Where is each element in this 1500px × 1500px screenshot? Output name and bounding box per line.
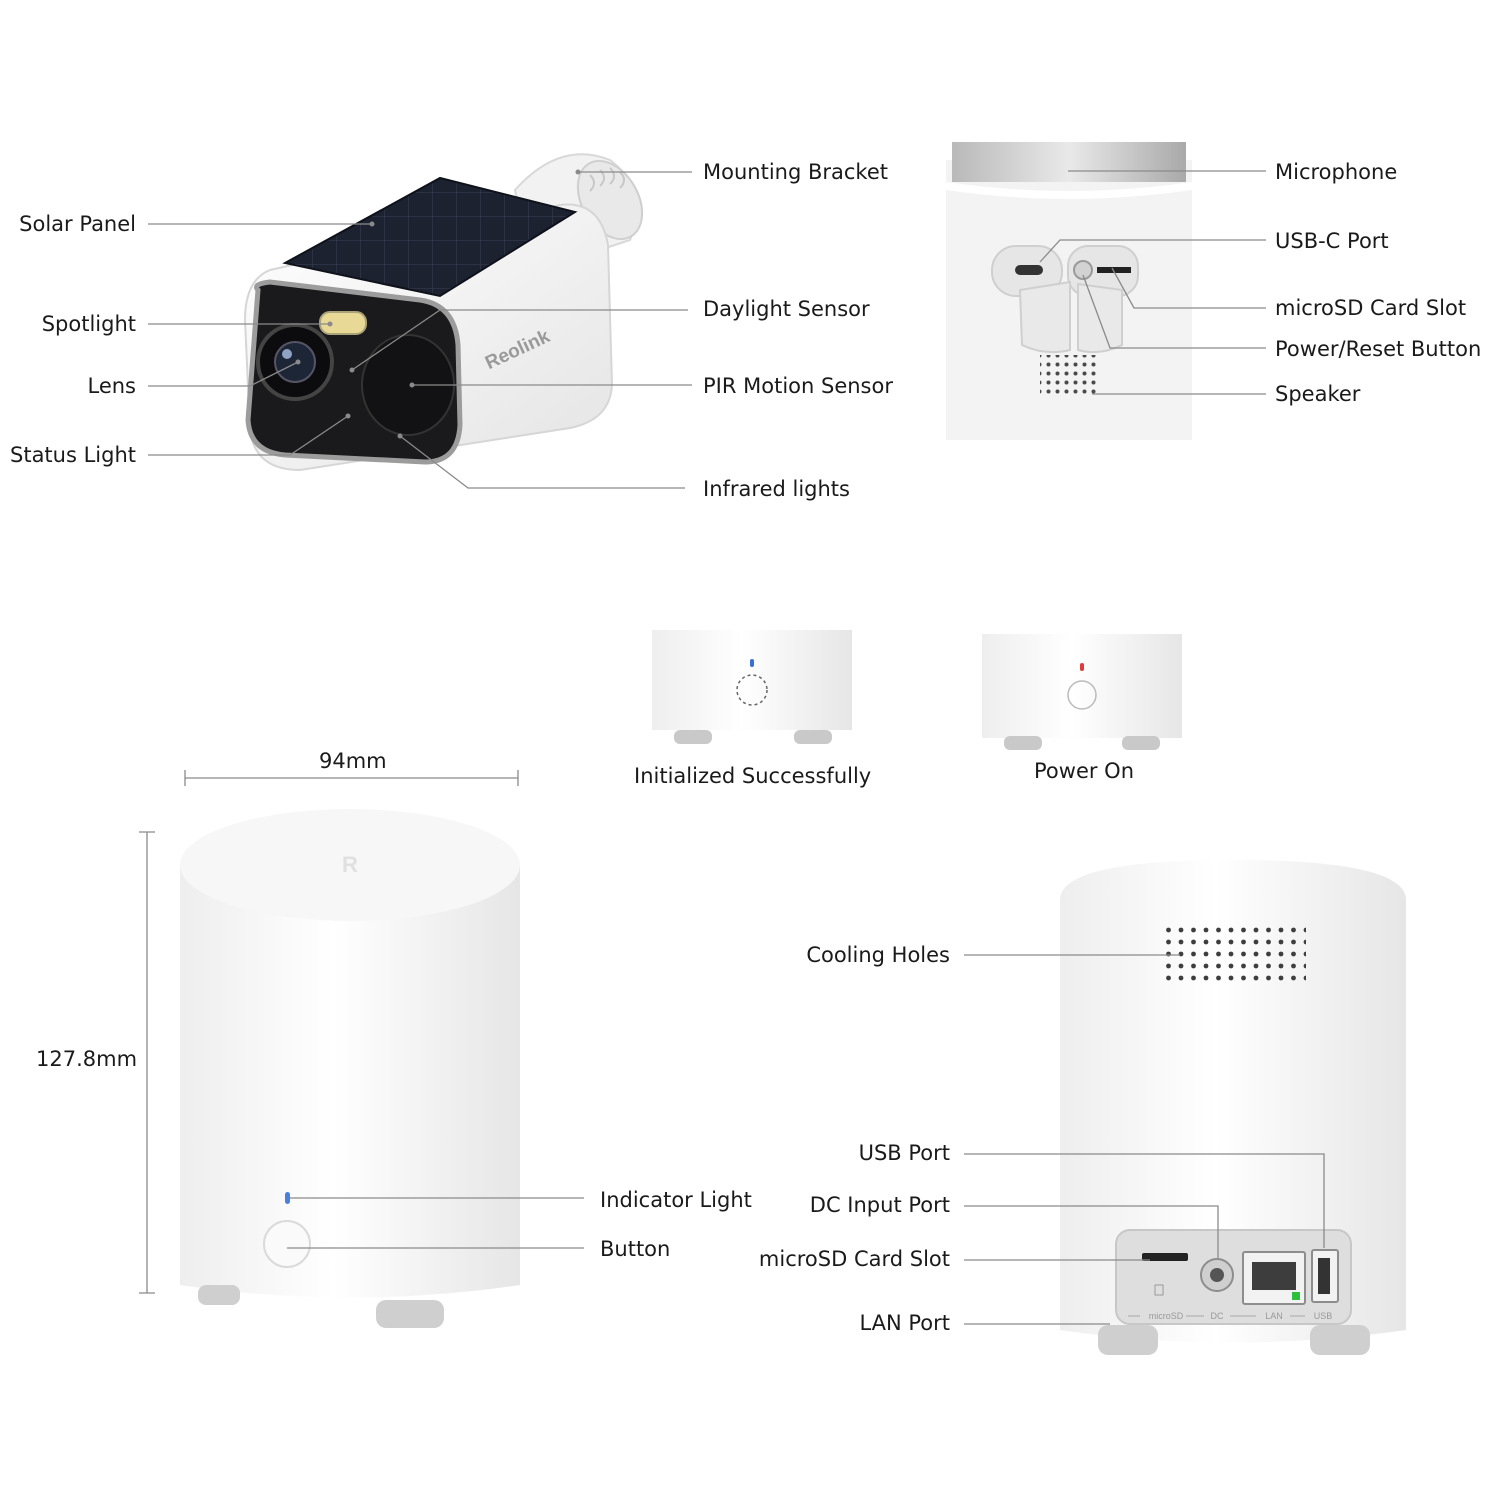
label-initialized-successfully: Initialized Successfully <box>634 764 872 788</box>
spotlight-shape <box>319 311 367 335</box>
port-text-dc: DC <box>1211 1311 1224 1321</box>
label-microphone: Microphone <box>1275 160 1398 184</box>
label-hub-microsd-slot: microSD Card Slot <box>758 1247 950 1271</box>
svg-text:R: R <box>342 852 358 877</box>
label-usbc-port: USB-C Port <box>1275 229 1389 253</box>
hub-front-illustration: R <box>180 809 520 1328</box>
camera-bottom-illustration <box>946 142 1192 440</box>
camera-bottom-leader-lines <box>1039 170 1266 395</box>
label-infrared-lights: Infrared lights <box>703 477 850 501</box>
label-lens: Lens <box>87 374 136 398</box>
hub-state-power-on <box>982 634 1182 750</box>
label-width-dimension: 94mm <box>319 749 387 773</box>
hub-back-illustration <box>1060 860 1406 1355</box>
label-status-light: Status Light <box>10 443 136 467</box>
label-cooling-holes: Cooling Holes <box>806 943 950 967</box>
hub-front-dimension-lines <box>139 770 584 1294</box>
label-pir-motion-sensor: PIR Motion Sensor <box>703 374 893 398</box>
camera-leader-lines <box>148 171 692 489</box>
indicator-red-shape <box>1080 663 1084 671</box>
label-indicator-light: Indicator Light <box>600 1188 752 1212</box>
aluminium-band <box>952 142 1186 182</box>
indicator-light-shape <box>285 1192 290 1204</box>
label-usb-port: USB Port <box>858 1141 950 1165</box>
label-button: Button <box>600 1237 671 1261</box>
port-text-lan: LAN <box>1265 1311 1283 1321</box>
label-height-dimension: 127.8mm <box>36 1047 138 1071</box>
cooling-holes-shape <box>1160 926 1306 986</box>
label-lan-port: LAN Port <box>859 1311 950 1335</box>
speaker-holes <box>1040 355 1100 397</box>
label-mounting-bracket: Mounting Bracket <box>703 160 888 184</box>
hub-state-initialized <box>652 630 852 744</box>
label-power-on: Power On <box>1034 759 1135 783</box>
label-speaker: Speaker <box>1275 382 1361 406</box>
camera-leader-dots <box>295 169 581 439</box>
hub-back-leader-lines <box>964 954 1325 1325</box>
label-dc-input-port: DC Input Port <box>809 1193 950 1217</box>
label-solar-panel: Solar Panel <box>19 212 136 236</box>
rubber-flaps <box>1018 280 1123 354</box>
hub-back-port-text: microSD DC LAN USB <box>1149 1311 1333 1321</box>
label-power-reset-button: Power/Reset Button <box>1275 337 1482 361</box>
label-spotlight: Spotlight <box>41 312 136 336</box>
label-daylight-sensor: Daylight Sensor <box>703 297 870 321</box>
port-text-microsd: microSD <box>1149 1311 1184 1321</box>
indicator-blue-shape <box>750 659 754 667</box>
solar-panel-shape <box>282 176 578 298</box>
port-text-usb: USB <box>1314 1311 1333 1321</box>
button-shape <box>263 1220 311 1268</box>
label-camera-microsd-slot: microSD Card Slot <box>1275 296 1467 320</box>
camera-illustration: Reolink <box>243 153 644 472</box>
